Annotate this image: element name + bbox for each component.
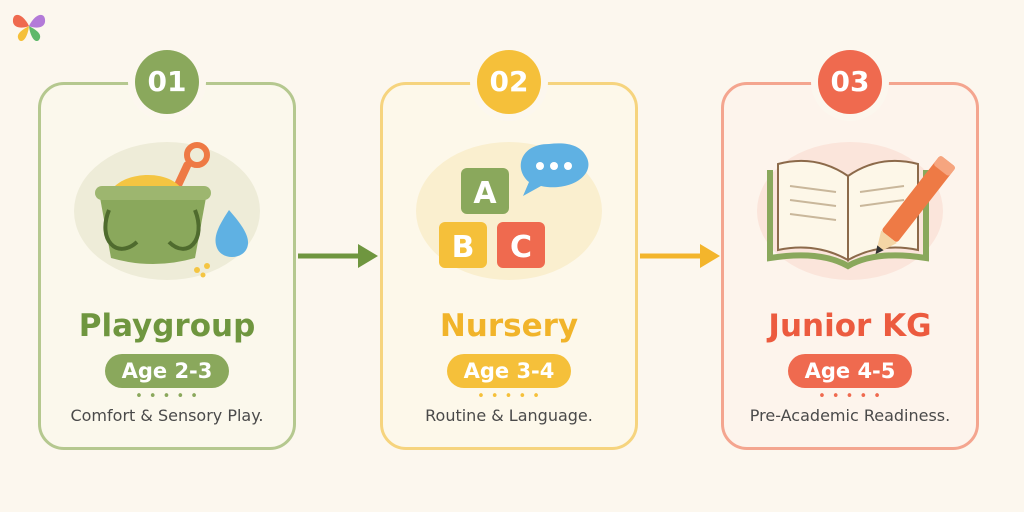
- stage-title: Playgroup: [78, 308, 256, 344]
- stage-description: Routine & Language.: [425, 406, 593, 425]
- book-pencil-icon: [767, 156, 955, 270]
- butterfly-logo-icon: [12, 14, 46, 42]
- age-badge: Age 3-4: [447, 354, 571, 388]
- stage-title: Junior KG: [768, 308, 932, 344]
- block-letter-b: B: [452, 230, 475, 265]
- stage-number-badge: 03: [818, 50, 882, 114]
- dot-divider: • • • • •: [135, 389, 199, 404]
- stage-number-badge: 02: [477, 50, 541, 114]
- age-badge: Age 2-3: [105, 354, 229, 388]
- abc-blocks-icon: A B C: [439, 143, 589, 268]
- stage-description: Comfort & Sensory Play.: [70, 406, 264, 425]
- dot-divider: • • • • •: [477, 389, 541, 404]
- sand-bucket-icon: [95, 142, 249, 278]
- dot-divider: • • • • •: [818, 389, 882, 404]
- block-letter-c: C: [510, 230, 532, 265]
- stage-title: Nursery: [439, 308, 579, 344]
- stage-description: Pre-Academic Readiness.: [749, 406, 951, 425]
- age-badge: Age 4-5: [788, 354, 912, 388]
- arrow-right-icon: [298, 244, 378, 268]
- stage-number-badge: 01: [135, 50, 199, 114]
- block-letter-a: A: [473, 176, 497, 211]
- arrow-right-icon: [640, 244, 720, 268]
